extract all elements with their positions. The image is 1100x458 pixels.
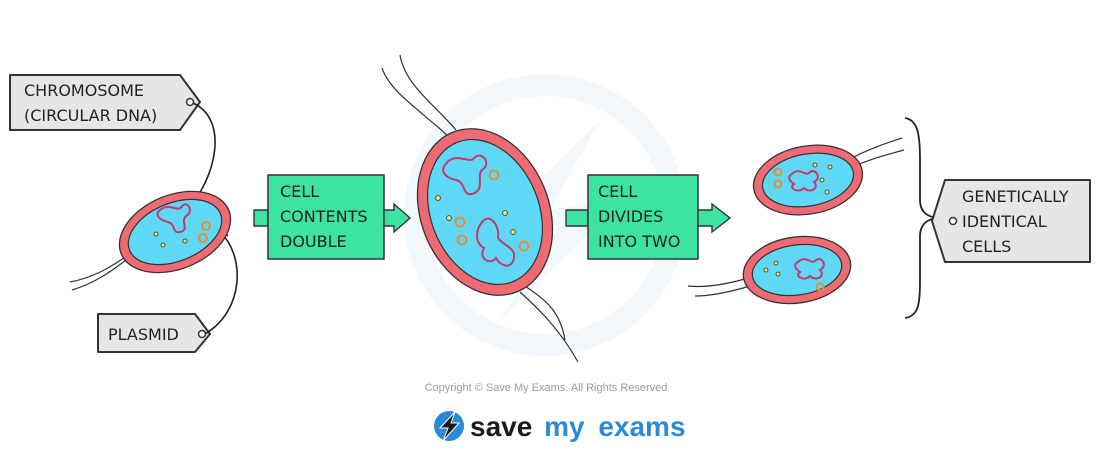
bacterium-enlarged — [381, 54, 579, 363]
brand-logo: save my exams — [434, 411, 686, 442]
bacterium-original — [69, 190, 232, 291]
result-line1: GENETICALLY — [962, 187, 1069, 206]
daughter-cell-bottom — [687, 235, 852, 305]
step1-line2: CONTENTS — [280, 207, 368, 226]
plasmid-ring — [198, 233, 208, 243]
chromosome-label-line2: (CIRCULAR DNA) — [24, 106, 157, 125]
step2-line2: DIVIDES — [598, 207, 663, 226]
chromosome-dna — [156, 203, 191, 234]
step1-line1: CELL — [280, 182, 319, 201]
brand-my: my — [544, 411, 585, 442]
result-line3: CELLS — [962, 237, 1011, 256]
step1-line3: DOUBLE — [280, 232, 347, 251]
chromosome-tag: CHROMOSOME (CIRCULAR DNA) — [9, 74, 201, 131]
brand-exams: exams — [598, 411, 685, 442]
chromosome-label-line1: CHROMOSOME — [24, 81, 144, 100]
chromosome-dna-copy2 — [476, 217, 516, 267]
step2-line1: CELL — [598, 182, 637, 201]
plasmid-tag: PLASMID — [97, 313, 211, 353]
plasmid-pointer-arrow — [204, 231, 238, 335]
lightning-bolt-logo-icon — [434, 411, 464, 442]
chromosome-dna-copy1 — [442, 154, 488, 196]
daughter-cell-top — [752, 137, 905, 216]
result-tag: GENETICALLY IDENTICAL CELLS — [931, 179, 1091, 263]
result-line2: IDENTICAL — [962, 212, 1047, 231]
brand-wordmark: save my exams — [470, 411, 686, 442]
brand-save: save — [470, 411, 532, 442]
plasmid-label: PLASMID — [108, 325, 179, 344]
step2-line3: INTO TWO — [598, 232, 680, 251]
step-contents-double: CELL CONTENTS DOUBLE — [253, 174, 412, 260]
copyright-text: Copyright © Save My Exams. All Rights Re… — [425, 382, 668, 394]
plasmid-ring — [201, 221, 211, 231]
step-cell-divides: CELL DIVIDES INTO TWO — [565, 174, 732, 260]
